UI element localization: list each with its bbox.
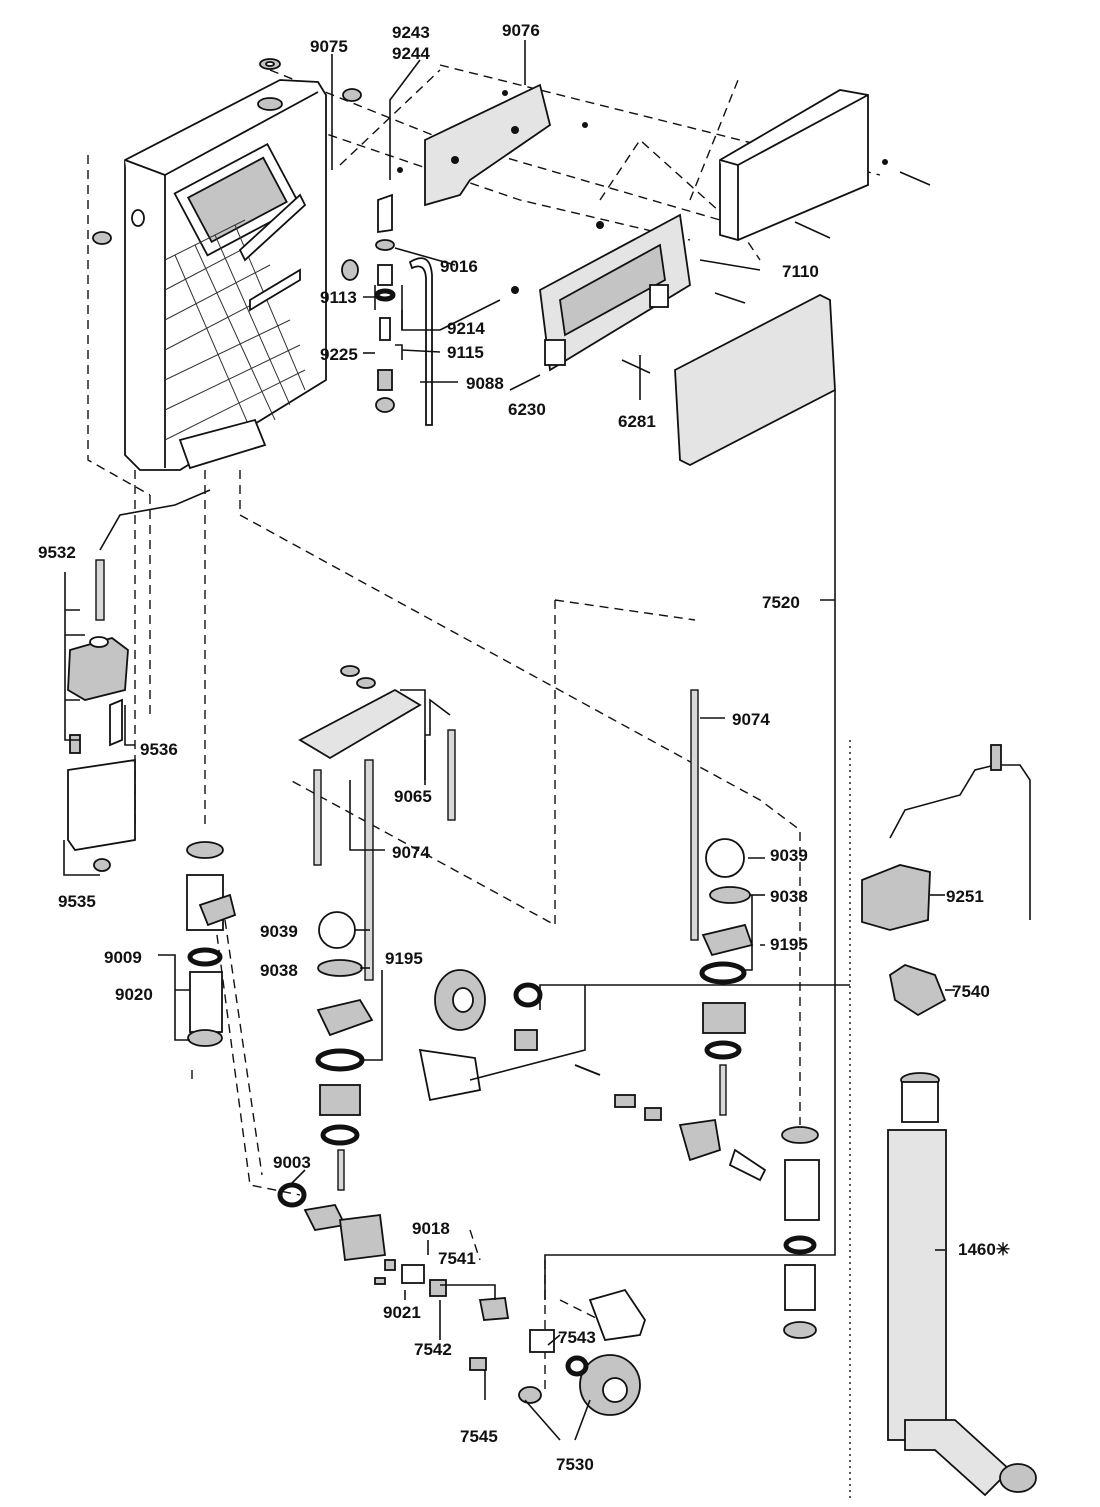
label-9115: 9115 bbox=[447, 343, 484, 362]
small-fasteners-top bbox=[397, 90, 931, 374]
label-9020: 9020 bbox=[115, 985, 153, 1004]
label-9021: 9021 bbox=[383, 1303, 421, 1322]
bracket-9065 bbox=[298, 665, 422, 760]
label-9016: 9016 bbox=[440, 257, 478, 276]
label-6281: 6281 bbox=[618, 412, 656, 431]
label-7541: 7541 bbox=[438, 1249, 476, 1268]
label-9039-right: 9039 bbox=[770, 846, 808, 865]
label-9018: 9018 bbox=[412, 1219, 450, 1238]
float-assembly-9532 bbox=[67, 489, 211, 872]
label-9038-right: 9038 bbox=[770, 887, 808, 906]
label-9003: 9003 bbox=[273, 1153, 311, 1172]
label-7543: 7543 bbox=[558, 1328, 596, 1347]
label-7540: 7540 bbox=[952, 982, 990, 1001]
label-6230: 6230 bbox=[508, 400, 546, 419]
label-9532: 9532 bbox=[38, 543, 76, 562]
cap-washer-side bbox=[92, 88, 362, 245]
label-7530: 7530 bbox=[556, 1455, 594, 1474]
cistern-tank bbox=[124, 79, 327, 471]
label-9113: 9113 bbox=[320, 288, 357, 307]
panel-7520 bbox=[674, 293, 836, 467]
label-9009: 9009 bbox=[104, 948, 142, 967]
label-1460: 1460✳ bbox=[958, 1240, 1010, 1259]
label-9074-centre: 9074 bbox=[392, 843, 430, 862]
label-9065: 9065 bbox=[394, 787, 432, 806]
label-9225: 9225 bbox=[320, 345, 358, 364]
label-9251: 9251 bbox=[946, 887, 984, 906]
label-7110: 7110 bbox=[782, 262, 819, 281]
valve-7540 bbox=[888, 964, 947, 1017]
label-9088: 9088 bbox=[466, 374, 504, 393]
box-7110 bbox=[719, 89, 869, 241]
valve-stack-centre bbox=[315, 911, 374, 1191]
standpipe-1460 bbox=[887, 1072, 1037, 1497]
lower-actuator bbox=[469, 1288, 646, 1416]
label-7542: 7542 bbox=[414, 1340, 452, 1359]
cistern-grid-hatch bbox=[164, 219, 306, 441]
label-9195-right: 9195 bbox=[770, 935, 808, 954]
fill-valve-assembly bbox=[341, 193, 433, 426]
label-9214: 9214 bbox=[447, 319, 485, 338]
cap-washer-top bbox=[259, 58, 281, 70]
float-assembly-9251 bbox=[861, 744, 1031, 931]
label-9075: 9075 bbox=[310, 37, 348, 56]
label-9536: 9536 bbox=[140, 740, 178, 759]
outlet-stack-left bbox=[186, 841, 237, 1047]
leader-lines bbox=[63, 40, 955, 1441]
rods-9074 bbox=[313, 689, 699, 981]
frame-6230 bbox=[539, 213, 691, 372]
label-7545: 7545 bbox=[460, 1427, 498, 1446]
label-9243: 9243 bbox=[392, 23, 430, 42]
part-labels: 9075 9243 9244 9076 9016 7110 9113 9214 … bbox=[38, 21, 1010, 1474]
valve-stack-right bbox=[699, 838, 754, 1116]
lower-valve-chain bbox=[277, 1182, 510, 1321]
label-7520: 7520 bbox=[762, 593, 800, 612]
mounting-plate-9076 bbox=[424, 83, 552, 207]
label-9039-centre: 9039 bbox=[260, 922, 298, 941]
label-9244: 9244 bbox=[392, 44, 430, 63]
label-9038-centre: 9038 bbox=[260, 961, 298, 980]
label-9535: 9535 bbox=[58, 892, 96, 911]
outlet-stack-right bbox=[781, 1126, 820, 1339]
label-9076: 9076 bbox=[502, 21, 540, 40]
actuator-parts bbox=[418, 969, 767, 1182]
label-9195-centre: 9195 bbox=[385, 949, 423, 968]
label-9074-right: 9074 bbox=[732, 710, 770, 729]
